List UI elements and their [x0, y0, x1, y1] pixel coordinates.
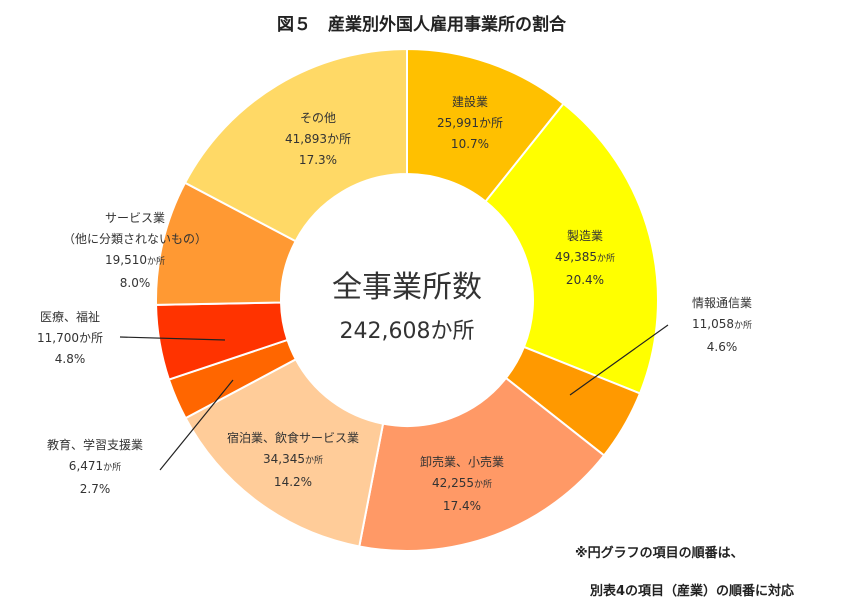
- slice-value: 19,510: [104, 253, 147, 267]
- slice-value: 42,255: [431, 476, 474, 490]
- slice-label: 教育、学習支援業: [46, 438, 144, 452]
- slice-value: 11,058: [691, 317, 734, 331]
- center-value: 242,608か所: [339, 319, 475, 344]
- slice-unit: か所: [326, 132, 352, 146]
- leader-line-0: [569, 324, 669, 396]
- slice-value: 25,991: [436, 116, 479, 130]
- slice-unit: か所: [596, 254, 616, 264]
- slice-label: 建設業: [451, 95, 489, 109]
- slice-unit: か所: [146, 257, 166, 267]
- slice-8: [183, 47, 408, 243]
- data-label-1: 製造業 49,385か所 20.4%: [555, 226, 615, 291]
- slice-unit: か所: [478, 116, 504, 130]
- slice-value: 41,893: [284, 132, 327, 146]
- slice-value: 49,385: [554, 250, 597, 264]
- slice-percent: 4.6%: [706, 340, 738, 354]
- leader-line-1: [119, 336, 226, 341]
- slice-percent: 8.0%: [119, 276, 151, 290]
- center-title: 全事業所数: [332, 270, 482, 305]
- slice-unit: か所: [78, 331, 104, 345]
- data-label-5: 教育、学習支援業 6,471か所 2.7%: [47, 435, 143, 500]
- data-label-6: 医療、福祉 11,700か所 4.8%: [37, 307, 103, 370]
- leader-line-2: [159, 379, 234, 471]
- slice-unit: か所: [733, 321, 753, 331]
- data-label-4: 宿泊業、飲食サービス業 34,345か所 14.2%: [227, 428, 359, 493]
- slice-percent: 20.4%: [565, 273, 605, 287]
- slice-unit: か所: [473, 480, 493, 490]
- data-label-2: 情報通信業 11,058か所 4.6%: [692, 293, 752, 358]
- data-label-0: 建設業 25,991か所 10.7%: [437, 92, 503, 155]
- slice-percent: 4.8%: [54, 352, 86, 366]
- slice-unit: か所: [103, 463, 122, 473]
- slice-label: 製造業: [566, 229, 604, 243]
- slice-label: サービス業: [104, 211, 166, 225]
- data-label-7: サービス業 （他に分類されないもの） 19,510か所 8.0%: [63, 208, 207, 294]
- slice-label: 情報通信業: [691, 296, 753, 310]
- slice-label: 医療、福祉: [39, 310, 101, 324]
- slice-value: 6,471: [68, 459, 104, 473]
- slice-label: 卸売業、小売業: [419, 455, 505, 469]
- slice-percent: 10.7%: [450, 137, 490, 151]
- slice-label: 宿泊業、飲食サービス業: [226, 431, 360, 445]
- chart-title: 図５ 産業別外国人雇用事業所の割合: [277, 15, 566, 35]
- slice-unit: か所: [304, 456, 324, 466]
- slice-value: 11,700: [36, 331, 79, 345]
- slice-4: [184, 357, 385, 548]
- note-line-2: 別表4の項目（産業）の順番に対応: [590, 584, 795, 599]
- slice-1: [484, 102, 659, 395]
- slice-label: その他: [299, 111, 337, 125]
- note-line-1: ※円グラフの項目の順番は、: [575, 546, 744, 561]
- slice-percent: 17.4%: [442, 499, 482, 513]
- slice-percent: 14.2%: [273, 475, 313, 489]
- slice-percent: 17.3%: [298, 153, 338, 167]
- slice-3: [358, 376, 606, 552]
- data-label-8: その他 41,893か所 17.3%: [285, 108, 351, 171]
- slice-value: 34,345: [262, 452, 305, 466]
- slice-percent: 2.7%: [79, 482, 111, 496]
- data-label-3: 卸売業、小売業 42,255か所 17.4%: [420, 452, 504, 517]
- slice-label-sub: （他に分類されないもの）: [62, 232, 208, 246]
